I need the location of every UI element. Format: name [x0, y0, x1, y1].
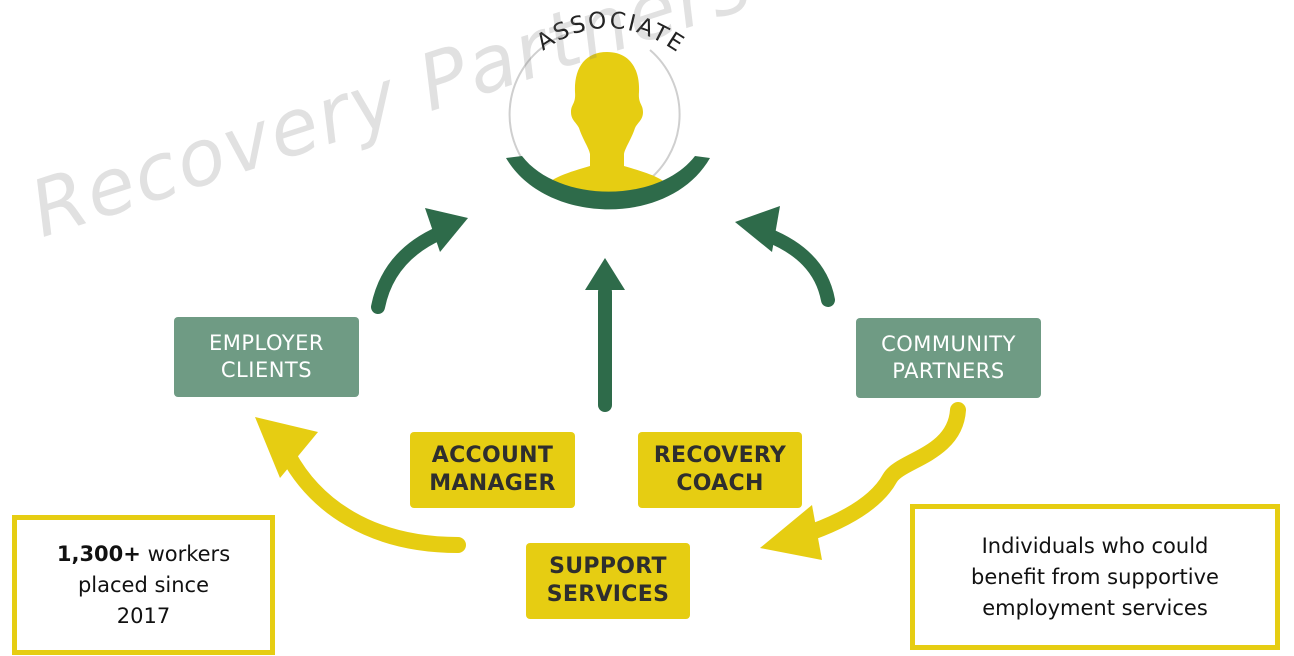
individuals-note: Individuals who could benefit from suppo…: [910, 504, 1280, 650]
arrow-community-to-associate: [735, 206, 835, 307]
associate-crescent: [506, 156, 710, 210]
account-manager-line2: MANAGER: [429, 471, 556, 496]
arrow-employer-to-associate: [371, 208, 468, 314]
workers-line2: placed since: [77, 572, 210, 597]
support-services-box: SUPPORT SERVICES: [526, 543, 690, 619]
community-partners-box: COMMUNITY PARTNERS: [856, 318, 1041, 398]
individuals-line2: benefit from supportive: [971, 564, 1219, 589]
workers-count: 1,300+: [56, 541, 141, 566]
workers-placed-note: 1,300+ workers placed since 2017: [12, 515, 275, 655]
arrow-support-to-employer: [255, 417, 466, 553]
recovery-coach-box: RECOVERY COACH: [638, 432, 802, 508]
recovery-coach-line1: RECOVERY: [653, 443, 787, 468]
arrow-community-to-support: [760, 402, 966, 560]
employer-clients-box: EMPLOYER CLIENTS: [174, 317, 359, 397]
associate-label: ASSOCIATE: [532, 8, 689, 59]
employer-clients-line1: EMPLOYER: [208, 331, 325, 355]
community-partners-line2: PARTNERS: [892, 359, 1005, 383]
workers-label: workers: [140, 541, 231, 566]
account-manager-box: ACCOUNT MANAGER: [410, 432, 575, 508]
employer-clients-line2: CLIENTS: [220, 358, 313, 382]
workers-line3: 2017: [116, 603, 171, 628]
individuals-line1: Individuals who could: [981, 533, 1209, 558]
account-manager-line1: ACCOUNT: [431, 443, 554, 468]
associate-person-icon: [542, 52, 672, 202]
individuals-line3: employment services: [982, 595, 1208, 620]
support-services-line1: SUPPORT: [549, 554, 667, 579]
arrow-support-to-associate: [585, 258, 625, 412]
support-services-line2: SERVICES: [546, 582, 670, 607]
community-partners-line1: COMMUNITY: [881, 332, 1016, 356]
recovery-coach-line2: COACH: [676, 471, 764, 496]
